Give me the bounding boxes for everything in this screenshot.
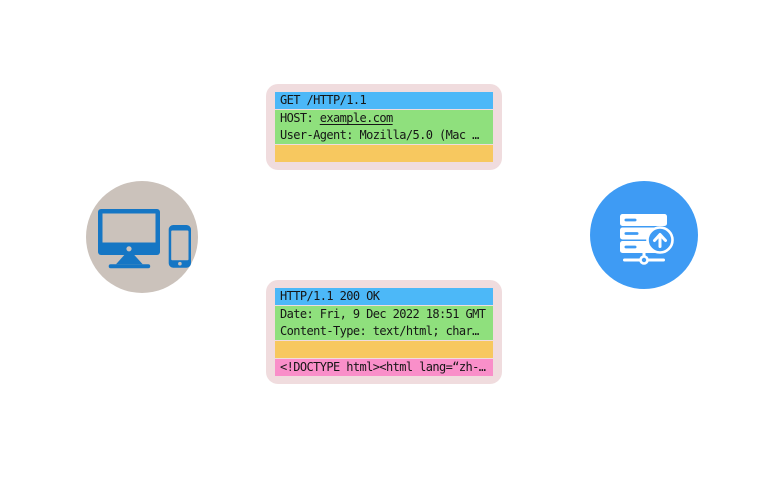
monitor-icon	[98, 209, 160, 269]
request-separator-stripe	[275, 145, 493, 162]
response-body-text: <!DOCTYPE html><html lang=“zh-…	[280, 360, 486, 374]
client-devices-icon	[86, 181, 198, 293]
http-response-box: HTTP/1.1 200 OK Date: Fri, 9 Dec 2022 18…	[266, 280, 502, 384]
response-headers-stripe: Date: Fri, 9 Dec 2022 18:51 GMT Content-…	[275, 306, 493, 340]
server-upload-icon	[590, 181, 698, 289]
request-line-stripe: GET /HTTP/1.1	[275, 92, 493, 109]
user-agent-header-line: User-Agent: Mozilla/5.0 (Mac …	[280, 128, 479, 142]
server-upload-icon-svg	[590, 181, 698, 289]
upload-arrow-icon	[646, 226, 674, 254]
host-header-label: HOST:	[280, 111, 320, 125]
request-headers-stripe: HOST: example.com User-Agent: Mozilla/5.…	[275, 110, 493, 144]
desktop-and-phone-icon	[86, 181, 198, 293]
host-header-line: HOST: example.com	[280, 110, 488, 127]
host-header-value: example.com	[319, 111, 393, 125]
network-node-icon	[623, 252, 665, 265]
request-line-text: GET /HTTP/1.1	[280, 93, 367, 107]
response-body-stripe: <!DOCTYPE html><html lang=“zh-…	[275, 359, 493, 376]
smartphone-icon	[168, 225, 191, 268]
response-separator-stripe	[275, 341, 493, 358]
status-line-text: HTTP/1.1 200 OK	[280, 289, 380, 303]
status-line-stripe: HTTP/1.1 200 OK	[275, 288, 493, 305]
content-type-header-line: Content-Type: text/html; char…	[280, 324, 479, 338]
http-request-box: GET /HTTP/1.1 HOST: example.com User-Age…	[266, 84, 502, 170]
date-header-line: Date: Fri, 9 Dec 2022 18:51 GMT	[280, 307, 486, 321]
